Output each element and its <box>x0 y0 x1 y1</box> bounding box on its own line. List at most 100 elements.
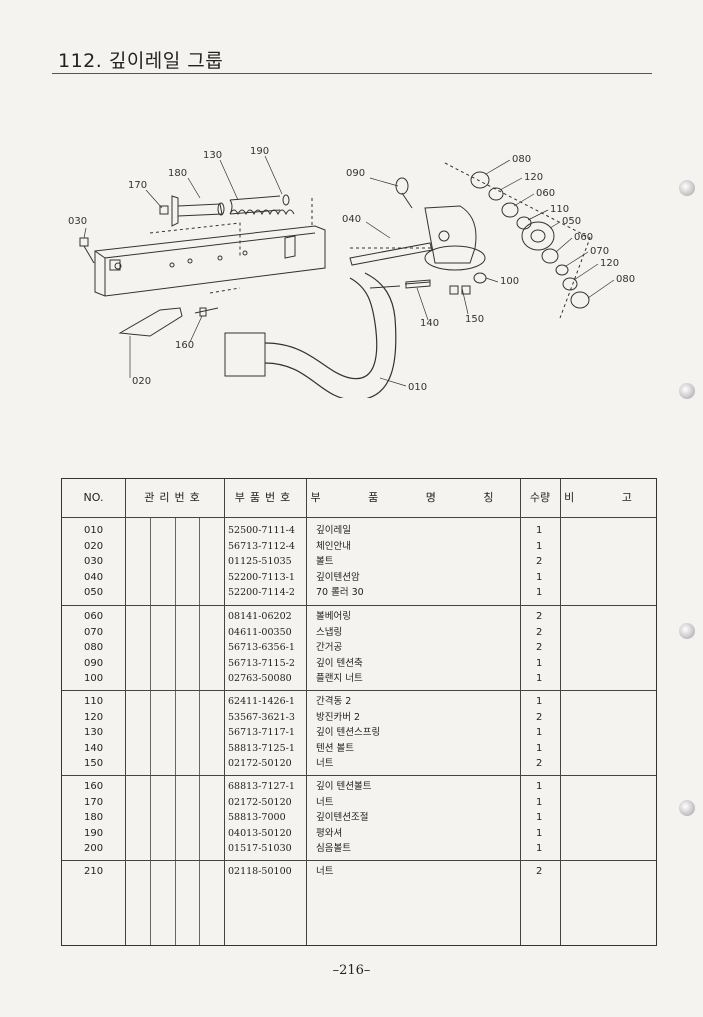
quantity: 1 <box>536 812 543 824</box>
tension-adjuster-part <box>159 194 295 227</box>
quantity: 1 <box>536 525 543 536</box>
part-number: 52200-7113-1 <box>228 571 295 583</box>
part-name: 스냅링 <box>316 626 343 638</box>
header-quantity: 수량 <box>529 491 551 504</box>
quantity: 1 <box>536 587 543 599</box>
part-number: 68813-7127-1 <box>228 781 295 792</box>
quantity: 1 <box>536 843 543 855</box>
quantity: 2 <box>536 642 543 654</box>
row-number: 210 <box>84 866 104 877</box>
callout-label: 180 <box>168 168 187 179</box>
part-number: 58813-7000 <box>228 812 286 824</box>
part-number: 56713-7117-1 <box>228 727 295 739</box>
header-part-number: 부품번호 <box>234 491 296 504</box>
row-number: 020 <box>84 540 104 552</box>
title-rule <box>52 73 652 74</box>
callout-label: 120 <box>600 258 619 269</box>
chain-guide-part <box>118 307 219 337</box>
part-number: 02763-50080 <box>228 673 292 685</box>
group-rule <box>62 860 656 861</box>
quantity: 2 <box>536 711 543 723</box>
row-number: 090 <box>84 657 104 669</box>
callout-label: 030 <box>68 216 87 227</box>
row-number: 160 <box>84 781 104 792</box>
row-number: 130 <box>84 727 104 739</box>
callout-label: 080 <box>512 154 531 165</box>
curved-rail-part <box>224 272 397 398</box>
part-name: 깊이텐션조절 <box>316 812 369 824</box>
quantity: 2 <box>536 556 543 568</box>
row-number: 180 <box>84 812 104 824</box>
part-number: 02172-50120 <box>228 796 292 808</box>
page-number: –216– <box>332 963 371 978</box>
quantity: 1 <box>536 571 543 583</box>
part-number: 56713-7112-4 <box>228 540 295 552</box>
bolt-part <box>79 237 95 264</box>
part-number: 04611-00350 <box>228 626 292 638</box>
callout-label: 060 <box>574 232 593 243</box>
part-name: 심음볼트 <box>316 843 351 855</box>
part-name: 체인안내 <box>316 540 351 552</box>
table-divider <box>306 479 307 945</box>
callout-label: 170 <box>128 180 147 191</box>
table-divider <box>199 517 200 945</box>
row-number: 010 <box>84 525 104 536</box>
quantity: 2 <box>536 611 543 622</box>
quantity: 1 <box>536 696 543 707</box>
quantity: 1 <box>536 540 543 552</box>
row-number: 150 <box>84 758 104 770</box>
callout-label: 100 <box>500 276 519 287</box>
quantity: 1 <box>536 827 543 839</box>
part-name: 평와셔 <box>316 827 343 839</box>
part-number: 58813-7125-1 <box>228 742 295 754</box>
part-name: 간거공 <box>316 642 343 654</box>
binder-hole <box>679 180 695 196</box>
part-number: 62411-1426-1 <box>228 696 295 707</box>
row-number: 040 <box>84 571 104 583</box>
page-title: 112. 깊이레일 그룹 <box>58 50 224 72</box>
part-name: 간격동 2 <box>316 696 352 707</box>
part-number: 53567-3621-3 <box>228 711 295 723</box>
part-number: 56713-6356-1 <box>228 642 295 654</box>
header-part-name: 부 품 명 칭 <box>310 491 516 504</box>
row-number: 080 <box>84 642 104 654</box>
part-number: 08141-06202 <box>228 611 292 622</box>
table-divider <box>224 479 225 945</box>
row-number: 120 <box>84 711 104 723</box>
row-number: 190 <box>84 827 104 839</box>
tension-arm-part <box>349 205 486 271</box>
group-rule <box>62 605 656 606</box>
part-name: 너트 <box>316 758 334 770</box>
quantity: 1 <box>536 781 543 792</box>
header-no: NO. <box>83 491 104 504</box>
callout-label: 060 <box>536 188 555 199</box>
row-number: 060 <box>84 611 104 622</box>
callout-label: 020 <box>132 376 151 387</box>
callout-label: 090 <box>346 168 365 179</box>
binder-hole <box>679 383 695 399</box>
binder-hole <box>679 623 695 639</box>
tension-shaft-part <box>395 177 413 209</box>
part-number: 01125-51035 <box>228 556 292 568</box>
row-number: 110 <box>84 696 104 707</box>
table-divider <box>520 479 521 945</box>
part-name: 너트 <box>316 796 334 808</box>
quantity: 2 <box>536 626 543 638</box>
callout-label: 160 <box>175 340 194 351</box>
part-number: 52200-7114-2 <box>228 587 295 599</box>
row-number: 050 <box>84 587 104 599</box>
callout-labels: 130 190 180 170 030 090 080 120 060 110 … <box>68 146 635 393</box>
row-number: 070 <box>84 626 104 638</box>
part-number: 02118-50100 <box>228 866 292 877</box>
part-name: 깊이텐션암 <box>316 571 360 583</box>
callout-label: 110 <box>550 204 569 215</box>
part-number: 52500-7111-4 <box>228 525 295 536</box>
callout-label: 010 <box>408 382 427 393</box>
callout-label: 050 <box>562 216 581 227</box>
quantity: 1 <box>536 796 543 808</box>
group-rule <box>62 775 656 776</box>
row-number: 200 <box>84 843 104 855</box>
part-name: 볼베어링 <box>316 611 351 622</box>
header-rule <box>62 517 656 518</box>
quantity: 1 <box>536 742 543 754</box>
